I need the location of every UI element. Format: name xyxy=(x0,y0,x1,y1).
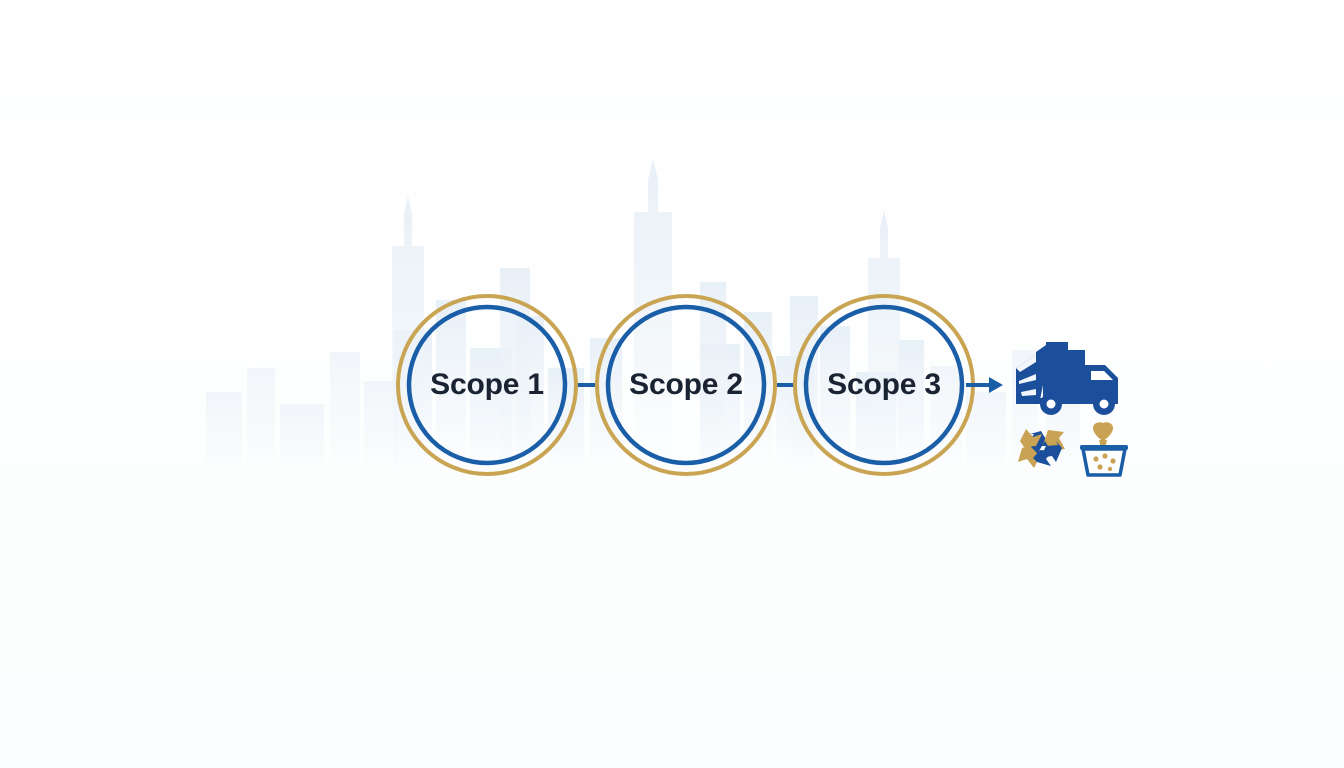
compost-bin-icon xyxy=(1080,422,1128,477)
node-label-scope-1: Scope 1 xyxy=(430,368,544,401)
node-scope-2[interactable] xyxy=(595,294,777,476)
arrow-scope3-to-waste xyxy=(966,377,1003,393)
garbage-truck-icon xyxy=(1016,342,1118,415)
recycling-symbol-icon xyxy=(1018,429,1065,468)
node-label-scope-2: Scope 2 xyxy=(629,368,743,401)
node-scope-1[interactable] xyxy=(396,294,578,476)
node-label-scope-3: Scope 3 xyxy=(827,368,941,401)
